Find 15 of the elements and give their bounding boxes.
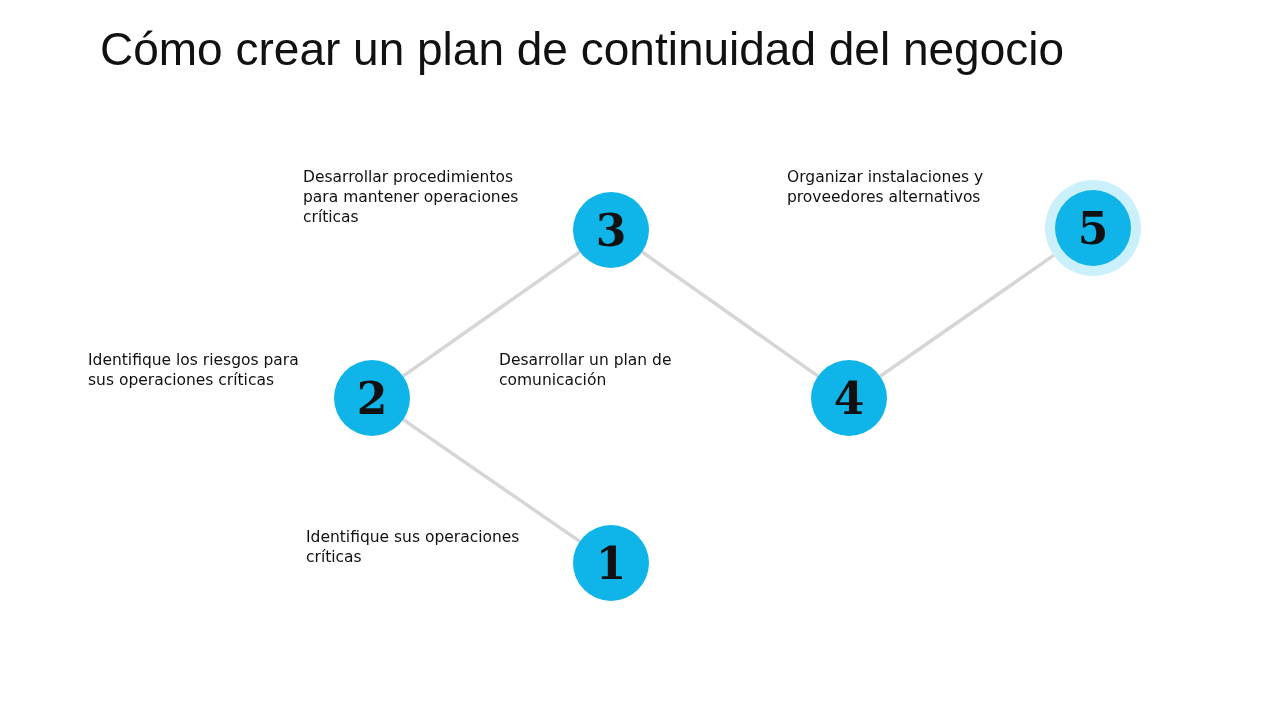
step-number: 2 <box>356 372 388 424</box>
step-description: Organizar instalaciones y proveedores alternativos <box>787 167 985 207</box>
connector-line <box>402 250 581 378</box>
step-description: Desarrollar un plan de comunicación <box>499 350 673 390</box>
connector-line <box>402 418 581 543</box>
step-description: Identifique los riesgos para sus operaciones críticas <box>88 350 300 390</box>
step-number: 3 <box>595 204 627 256</box>
step-description: Identifique sus operaciones críticas <box>306 527 521 567</box>
connector-line <box>641 250 819 378</box>
connector-line <box>879 254 1055 378</box>
title: Cómo crear un plan de continuidad del negocio <box>100 22 1065 76</box>
step-number: 5 <box>1077 202 1109 254</box>
step-description: Desarrollar procedimientos para mantener operaciones críticas <box>303 167 520 227</box>
step-number: 4 <box>833 372 865 424</box>
step-number: 1 <box>595 537 627 589</box>
